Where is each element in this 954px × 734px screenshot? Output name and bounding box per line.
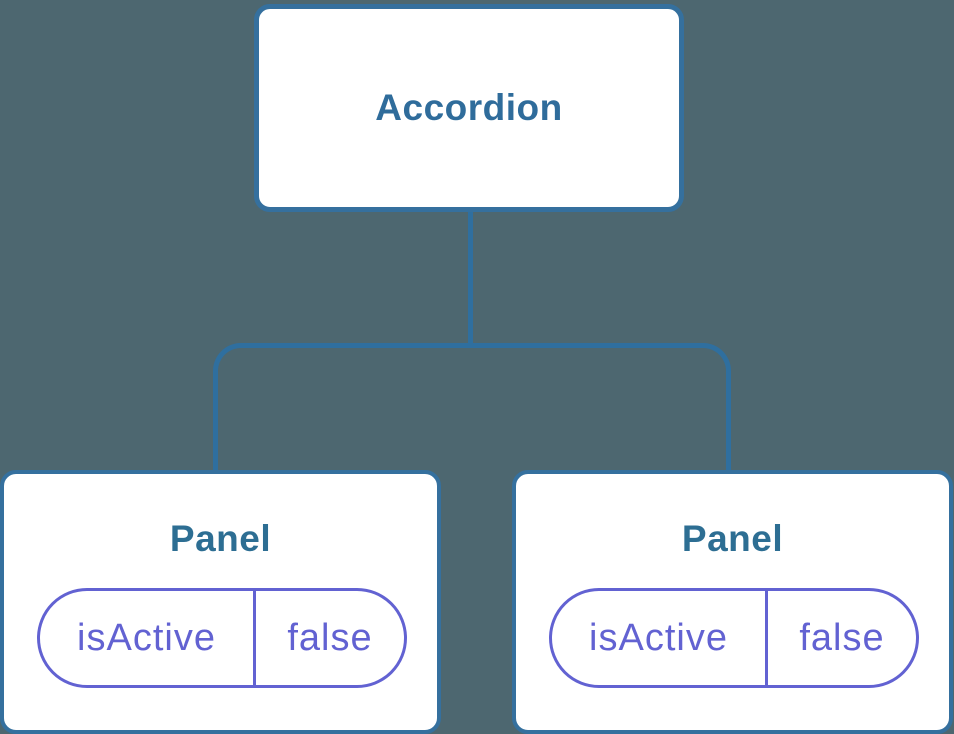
panel-left-state-pill: isActive false [37,588,407,688]
panel-node-right: Panel isActive false [512,470,953,734]
panel-right-state-divider [765,591,768,685]
connector-branch [213,343,731,471]
panel-right-label: Panel [681,518,784,559]
connector-stem [468,212,473,344]
panel-left-state-divider [253,591,256,685]
accordion-node: Accordion [254,4,684,212]
panel-left-state-value: false [287,616,373,659]
accordion-node-label: Accordion [375,87,563,128]
panel-right-state-pill: isActive false [549,588,919,688]
panel-right-state-name: isActive [589,616,728,659]
panel-left-state-name: isActive [77,616,216,659]
panel-node-left: Panel isActive false [0,470,441,734]
panel-right-state-value: false [799,616,885,659]
panel-left-label: Panel [169,518,272,559]
